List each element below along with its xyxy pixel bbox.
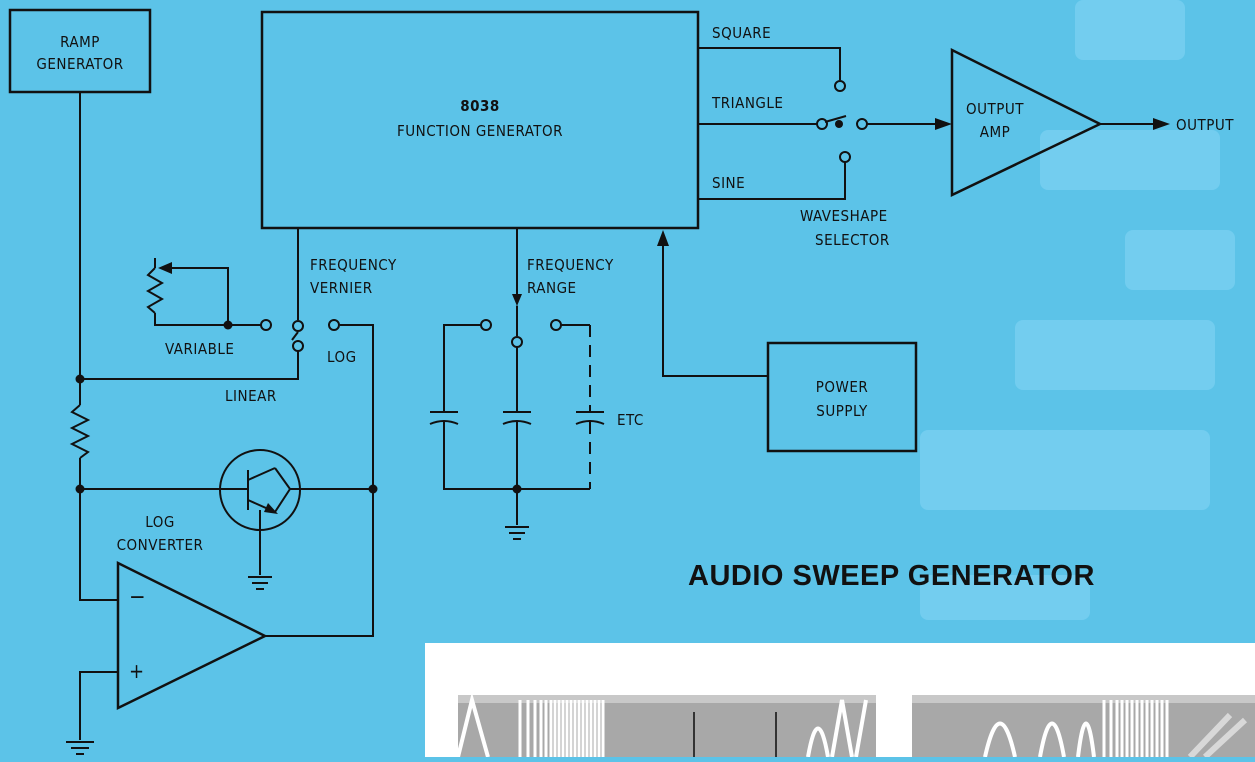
power-supply-block: POWER SUPPLY xyxy=(768,343,916,451)
diagram-title: AUDIO SWEEP GENERATOR xyxy=(688,560,1095,592)
log-converter-label-1: LOG xyxy=(145,513,175,531)
square-label: SQUARE xyxy=(712,24,771,42)
linear-label: LINEAR xyxy=(225,387,277,405)
oscilloscope-photo-right xyxy=(912,695,1255,757)
function-generator-chip-label: 8038 xyxy=(460,97,500,115)
ramp-generator-label-1: RAMP xyxy=(60,33,100,51)
ramp-and-log-converter-wiring: LOG CONVERTER − + xyxy=(66,92,378,754)
power-supply-label-2: SUPPLY xyxy=(816,402,868,420)
transistor-ground-icon xyxy=(248,577,272,589)
output-label: OUTPUT xyxy=(1176,116,1234,134)
frequency-range-label-1: FREQUENCY xyxy=(527,256,614,274)
variable-label: VARIABLE xyxy=(165,340,234,358)
waveshape-selector-label-2: SELECTOR xyxy=(815,231,890,249)
triangle-label: TRIANGLE xyxy=(711,94,783,112)
power-supply-label-1: POWER xyxy=(816,378,869,396)
frequency-vernier-label-2: VERNIER xyxy=(310,279,373,297)
oscilloscope-photo-left xyxy=(458,695,876,757)
op-amp-plus-sign: + xyxy=(129,659,145,683)
sine-label: SINE xyxy=(712,174,745,192)
frequency-vernier-switch: FREQUENCY VERNIER LOG LINEAR VARIABLE xyxy=(80,228,397,405)
frequency-range-label-2: RANGE xyxy=(527,279,577,297)
oscilloscope-photo-panel xyxy=(425,643,1255,757)
op-amp-ground-icon xyxy=(66,742,94,754)
waveshape-selector-switch: SQUARE TRIANGLE SINE WAVESHAPE SELECTOR xyxy=(698,24,952,249)
output-amp-label-1: OUTPUT xyxy=(966,100,1024,118)
capacitor-ground-icon xyxy=(505,527,529,539)
function-generator-label: FUNCTION GENERATOR xyxy=(397,122,563,140)
log-converter-label-2: CONVERTER xyxy=(117,536,204,554)
op-amp-minus-sign: − xyxy=(129,585,146,610)
waveshape-selector-label-1: WAVESHAPE xyxy=(800,207,888,225)
etc-label: ETC xyxy=(617,411,644,429)
output-amp-label-2: AMP xyxy=(980,123,1011,141)
variable-potentiometer-symbol xyxy=(148,258,271,330)
power-supply-wiring xyxy=(657,230,768,376)
background-ghost-text xyxy=(920,0,1235,620)
ramp-generator-label-2: GENERATOR xyxy=(36,55,123,73)
function-generator-block: 8038 FUNCTION GENERATOR xyxy=(262,12,698,228)
frequency-vernier-label-1: FREQUENCY xyxy=(310,256,397,274)
log-label: LOG xyxy=(327,348,357,366)
ramp-generator-block: RAMP GENERATOR xyxy=(10,10,150,92)
frequency-range-switch: FREQUENCY RANGE ETC xyxy=(430,228,644,539)
